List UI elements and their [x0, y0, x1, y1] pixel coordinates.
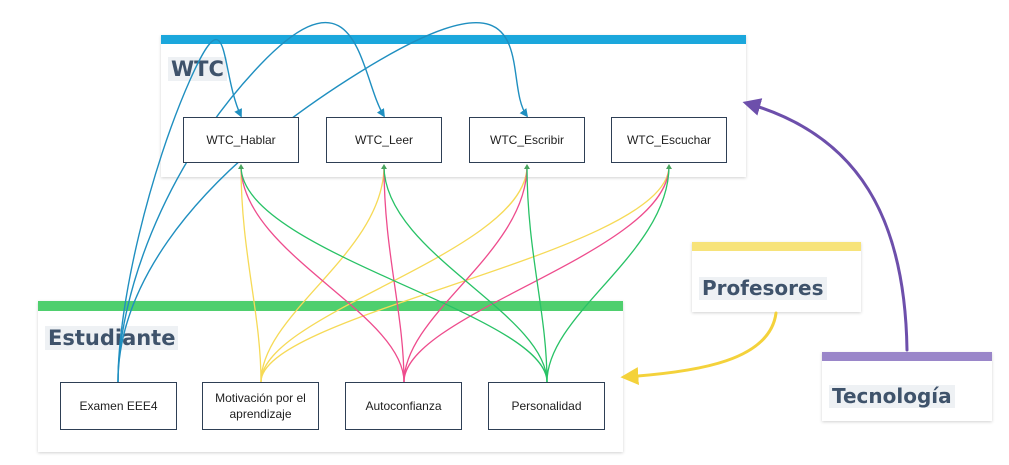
wtc-panel-bar [161, 35, 746, 44]
wtc-panel-title: WTC [168, 57, 227, 82]
edge-profesores-to-estudiante [620, 311, 778, 386]
node-wtc-escuchar: WTC_Escuchar [611, 117, 727, 163]
node-autoconfianza: Autoconfianza [345, 382, 462, 430]
tecnologia-panel-bar [822, 352, 992, 361]
profesores-panel: Profesores [692, 242, 861, 312]
node-examen: Examen EEE4 [60, 382, 177, 430]
tecnologia-panel-title: Tecnología [829, 385, 955, 408]
profesores-panel-title: Profesores [699, 277, 827, 300]
tecnologia-panel: Tecnología [822, 352, 992, 421]
estudiante-panel-bar [38, 301, 623, 311]
node-wtc-escribir: WTC_Escribir [469, 117, 585, 163]
node-wtc-leer: WTC_Leer [326, 117, 442, 163]
estudiante-panel-title: Estudiante [45, 326, 179, 351]
edge-tecnologia-to-wtc [742, 98, 909, 352]
node-wtc-hablar: WTC_Hablar [183, 117, 299, 163]
node-personalidad: Personalidad [488, 382, 605, 430]
profesores-panel-bar [692, 242, 861, 251]
node-motivacion: Motivación por el aprendizaje [202, 382, 319, 430]
